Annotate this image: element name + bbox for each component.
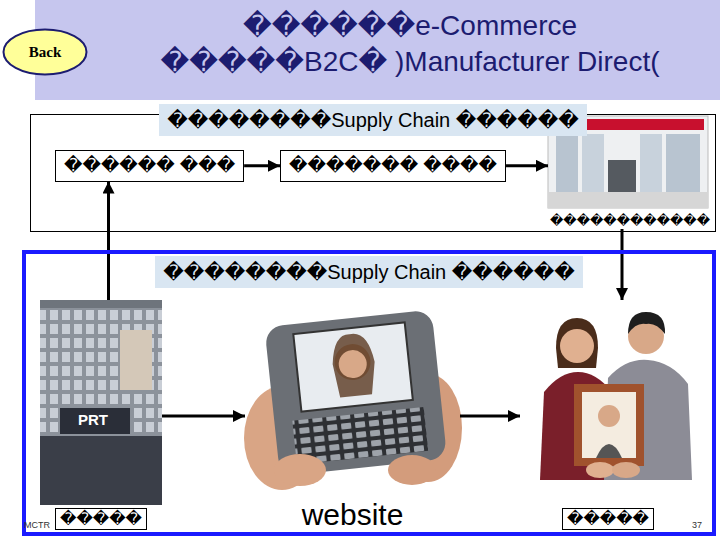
node-label: ������������ [548, 214, 712, 229]
flow-arrow [460, 415, 520, 418]
supply-chain-region: ��������Supply Chain ������ ����� website �… [22, 250, 716, 536]
flow-arrow [244, 164, 280, 167]
node-label: website [300, 498, 406, 533]
flow-arrow [621, 229, 624, 300]
process-box: ������� ���� [280, 150, 506, 182]
customer-photo [540, 312, 692, 480]
node-label: ����� [562, 508, 654, 530]
supply-chain-region: ��������Supply Chain ������������ ������… [30, 114, 716, 232]
node-label: ������ ��� [64, 155, 235, 177]
node-label: Back [29, 44, 62, 61]
title-band [35, 0, 720, 100]
flow-arrow [107, 182, 110, 300]
node-label: ������� ���� [289, 155, 497, 177]
building-sign: PRT [78, 411, 108, 428]
phone-photo [244, 310, 462, 490]
slide-title: ������e-Commerce �����B2C� )Manufacturer… [130, 8, 690, 81]
process-box: ������ ��� [55, 150, 244, 182]
node-label: ����� [55, 508, 147, 530]
factory-photo [40, 300, 162, 505]
website-node: website [245, 300, 460, 532]
footer-note: MCTR [24, 520, 50, 530]
flow-arrow [506, 164, 548, 167]
band-heading: ��������Supply Chain ������ [159, 104, 587, 136]
customer-node: ����� [520, 300, 696, 532]
band-heading: ��������Supply Chain ������ [155, 256, 583, 288]
footer-note: 37 [692, 520, 702, 530]
back-button: Back [2, 28, 88, 76]
flow-arrow [162, 415, 245, 418]
